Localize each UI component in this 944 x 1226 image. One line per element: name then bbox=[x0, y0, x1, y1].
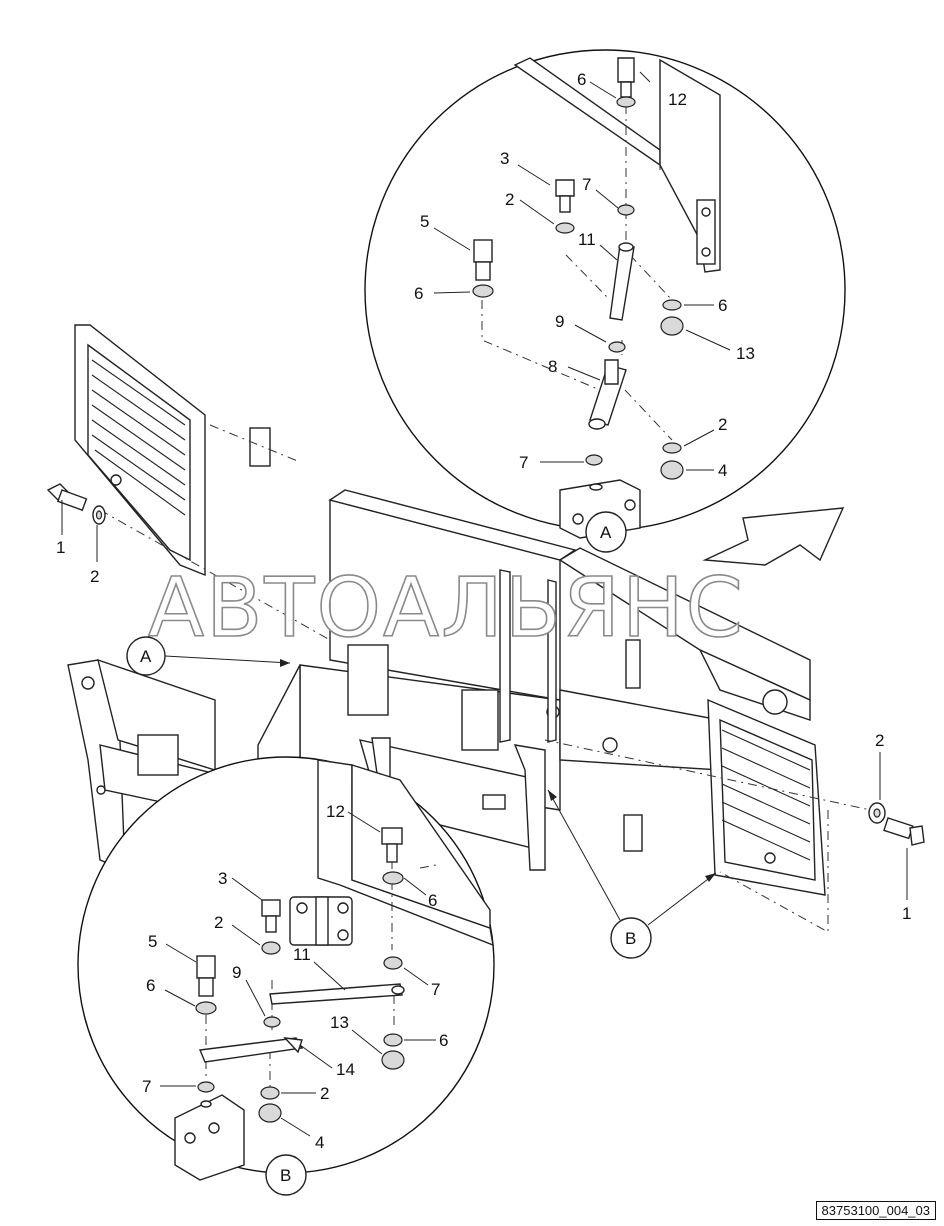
callout-b-14: 14 bbox=[336, 1060, 355, 1079]
callout-a-7b: 7 bbox=[519, 453, 528, 472]
callout-a-9: 9 bbox=[555, 312, 564, 331]
callout-main-l2: 2 bbox=[90, 567, 99, 586]
right-bolt-assembly bbox=[868, 802, 925, 846]
callout-a-6b: 6 bbox=[414, 284, 423, 303]
callout-a-11: 11 bbox=[578, 230, 596, 249]
left-bolt-assembly bbox=[46, 483, 106, 525]
callout-main-r1: 1 bbox=[902, 904, 911, 923]
callout-b-6b: 6 bbox=[146, 976, 155, 995]
callout-b-2a: 2 bbox=[214, 913, 223, 932]
callout-a-4: 4 bbox=[718, 461, 727, 480]
callout-b-9: 9 bbox=[232, 963, 241, 982]
callout-b-12: 12 bbox=[326, 802, 345, 821]
right-grille-panel bbox=[707, 698, 826, 896]
detail-b-label: B bbox=[280, 1166, 291, 1185]
callout-b-4: 4 bbox=[315, 1133, 324, 1152]
view-a-pointer: A bbox=[126, 636, 291, 676]
callout-b-11: 11 bbox=[293, 945, 311, 964]
detail-view-a: 6 12 3 7 2 5 11 6 6 9 13 8 2 7 4 A bbox=[364, 49, 846, 553]
callout-a-6c: 6 bbox=[718, 296, 727, 315]
callout-a-2b: 2 bbox=[718, 415, 727, 434]
callout-a-3: 3 bbox=[500, 149, 509, 168]
svg-text:B: B bbox=[625, 929, 636, 948]
callout-a-6a: 6 bbox=[577, 70, 586, 89]
callout-a-5: 5 bbox=[420, 212, 429, 231]
callout-a-8: 8 bbox=[548, 357, 557, 376]
callout-a-13: 13 bbox=[736, 344, 755, 363]
view-b-pointer: B bbox=[547, 789, 717, 959]
callout-b-6c: 6 bbox=[439, 1031, 448, 1050]
detail-view-b: 12 3 6 2 11 5 9 7 6 13 6 14 7 2 4 B bbox=[77, 756, 495, 1196]
watermark-text: АВТОАЛЬЯНС bbox=[148, 561, 745, 656]
callout-b-7b: 7 bbox=[142, 1077, 151, 1096]
callout-b-13: 13 bbox=[330, 1013, 349, 1032]
callout-b-7a: 7 bbox=[431, 980, 440, 999]
callout-b-5: 5 bbox=[148, 932, 157, 951]
callout-b-2b: 2 bbox=[320, 1084, 329, 1103]
svg-text:A: A bbox=[140, 647, 152, 666]
detail-a-label: A bbox=[600, 523, 612, 542]
alignment-lines-main bbox=[99, 424, 881, 933]
front-direction-arrow bbox=[702, 507, 845, 566]
left-grille-panel bbox=[74, 324, 206, 577]
drawing-reference-code: 83753100_004_03 bbox=[815, 1201, 936, 1220]
callout-b-6a: 6 bbox=[428, 891, 437, 910]
callout-b-3: 3 bbox=[218, 869, 227, 888]
callout-a-2a: 2 bbox=[505, 190, 514, 209]
main-callouts: 1 2 2 1 bbox=[56, 500, 911, 923]
callout-main-l1: 1 bbox=[56, 538, 65, 557]
callout-main-r2: 2 bbox=[875, 731, 884, 750]
callout-a-7a: 7 bbox=[582, 175, 591, 194]
callout-a-12: 12 bbox=[668, 90, 687, 109]
